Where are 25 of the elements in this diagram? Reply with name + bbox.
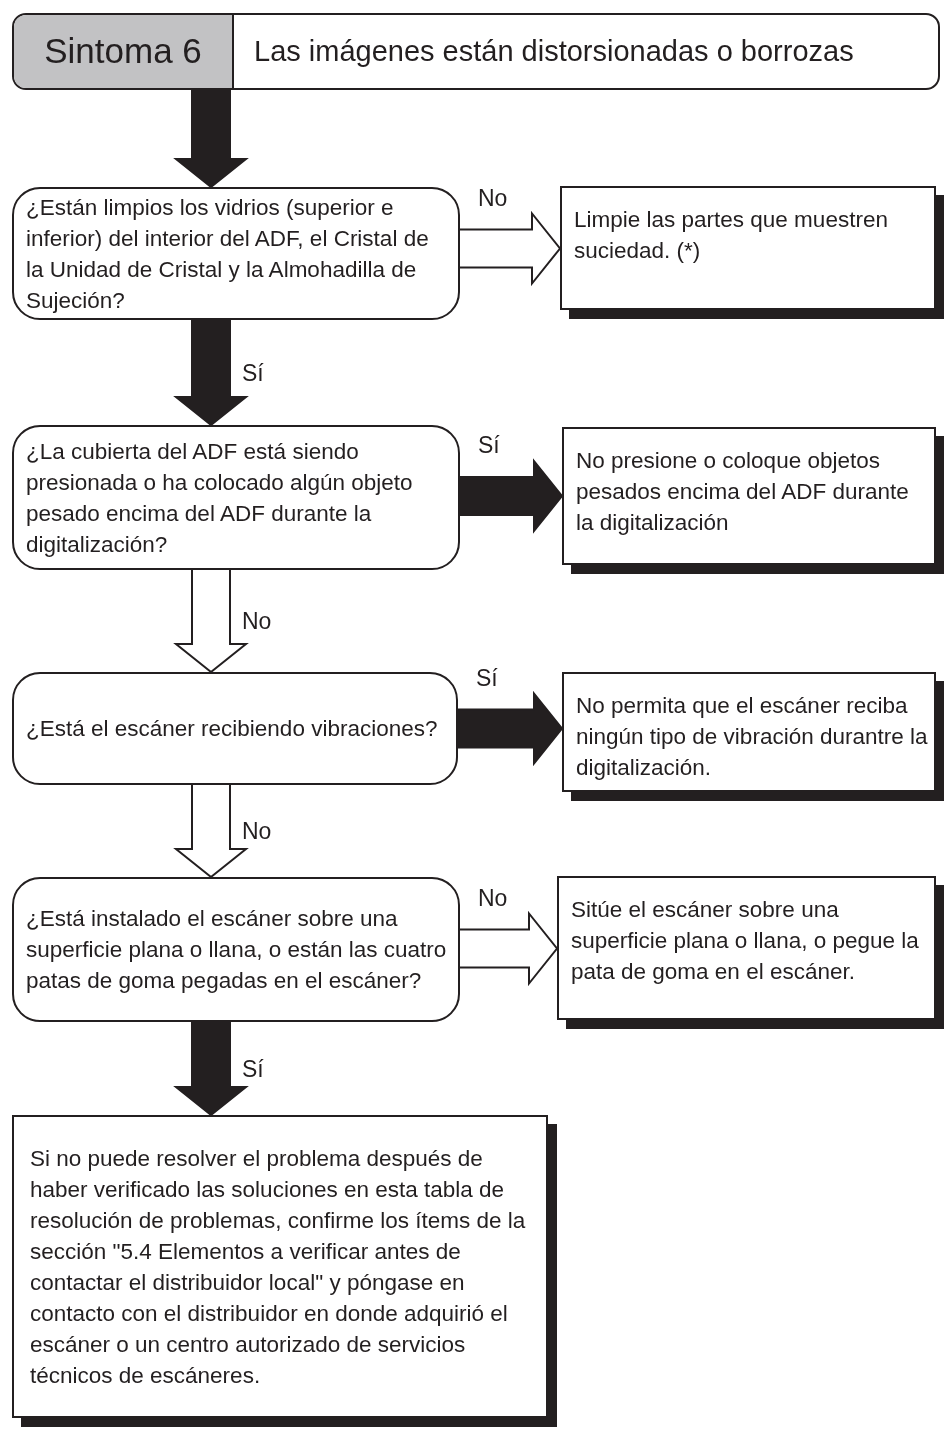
node-text: No presione o coloque objetos pesados encima del ADF durante la digitalización [576,447,910,537]
block-arrow [457,690,564,767]
hollow-arrow [173,784,249,879]
decision-box [12,187,460,320]
node-text: ¿Está instalado el escáner sobre una superficie plana o llana, o están las cuatro patas de goma pegadas en el escáner? [26,905,448,995]
node-text: Si no puede resolver el problema después de haber verificado las soluciones en esta tabla de resolución de problemas, confirme los ítems de la sección "5.4 Elementos a verificar antes de contactar el distribuidor local" y póngase en contacto con el distribuidor en donde adquirió el escáner o un centro autorizado de servicios técnicos de escáneres. [30,1144,527,1390]
block-arrow [173,89,249,189]
node-text: No permita que el escáner reciba ningún tipo de vibración durantre la digitalización. [576,692,929,782]
hollow-arrow [459,210,562,287]
node-text: Limpie las partes que muestren suciedad. (*) [574,206,889,265]
hollow-arrow [173,569,249,674]
node-text: ¿Están limpios los vidrios (superior e inferior) del interior del ADF, el Cristal de la Unidad de Cristal y la Almohadilla de Sujeción? [26,193,430,315]
decision-box [12,672,458,785]
block-arrow [173,1021,249,1117]
node-text: ¿La cubierta del ADF está siendo presionada o ha colocado algún objeto pesado encima del ADF durante la digitalización? [26,437,414,559]
decision-box [12,877,460,1022]
node-text: Sitúe el escáner sobre una superficie plana o llana, o pegue la pata de goma en el escáner. [571,896,920,986]
block-arrow [459,458,564,534]
hollow-arrow [459,910,559,987]
node-text: ¿Está el escáner recibiendo vibraciones? [26,715,439,743]
node-text: Las imágenes están distorsionadas o borrozas [254,33,854,69]
block-arrow [173,319,249,427]
decision-box [12,425,460,570]
header-box [12,13,940,90]
node-text: Sintoma 6 [44,30,202,73]
